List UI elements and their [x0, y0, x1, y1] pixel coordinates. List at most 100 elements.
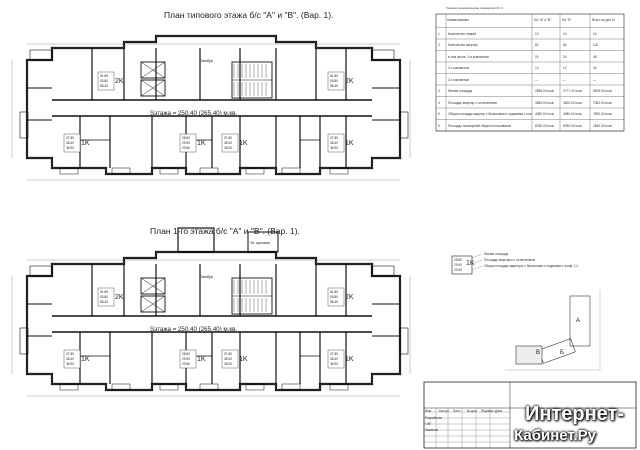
apartment-area-value: 38.90 — [330, 146, 338, 150]
table-cell: 2840.00 м.кв. — [593, 123, 613, 128]
elevator-cross — [140, 61, 166, 79]
table-cell: 4080.00 м.кв. — [535, 112, 555, 116]
balcony — [399, 327, 409, 355]
elevator-shaft — [140, 295, 166, 313]
apartment-area-value: 38.40 — [224, 357, 232, 361]
switchboard-room — [247, 231, 279, 253]
lobby-label: Тамбур — [200, 275, 213, 279]
table-caption: Технико-экономические показатели б/с 4 — [446, 6, 503, 10]
apartment-area-value: 51.80 — [100, 74, 108, 78]
outer-wall-inner — [26, 251, 401, 391]
balcony — [19, 111, 29, 139]
balcony — [19, 327, 29, 355]
table-cell: 7052.00 м.кв. — [593, 100, 613, 105]
apartment-area-box — [327, 349, 345, 369]
table-cell: 2777.47 м.кв. — [563, 89, 583, 93]
legend-line: Жилая площадь — [484, 252, 509, 256]
table-cell: 60 — [563, 43, 567, 47]
loggia — [111, 383, 131, 391]
table-header-cell: б/с "Б" — [562, 18, 572, 22]
stamp-role-label: Разработал — [425, 416, 443, 420]
apartment-type-label: 1K — [197, 356, 206, 363]
site-block-label: А — [576, 318, 580, 324]
table-cell: 12 — [535, 66, 539, 70]
table-cell: 2556.00 м.кв. — [535, 89, 555, 93]
table-header-cell: б/с "А" и "В" — [534, 18, 552, 22]
plan-title-first: План 1-го этажа б/с "А" и "В". (Вар. 1). — [150, 226, 300, 236]
floor-area-text: Sэтажа = 250.40 (265.40) м.кв. — [150, 326, 237, 333]
apartment-type-label: 2K — [115, 78, 124, 85]
apartment-area-value: 53.80 — [330, 79, 338, 83]
floor-area-text: Sэтажа = 250.40 (265.40) м.кв. — [150, 110, 237, 117]
table-cell: 24 — [563, 54, 567, 59]
block-a — [569, 295, 591, 347]
legend-box — [451, 253, 483, 275]
apartment-area-value: 56.40 — [100, 300, 108, 304]
apartment-area-value: 38.90 — [224, 146, 232, 150]
apartment-area-box — [221, 133, 239, 153]
watermark-line-1: Интернет- — [525, 403, 624, 425]
apartment-type-label: 1K — [345, 356, 354, 363]
tep-table-lines — [435, 13, 625, 132]
legend-type-label: 1K — [466, 260, 475, 267]
table-header-cell: Всего на д/м 14 — [592, 18, 616, 22]
apartment-area-value: 29.80 — [182, 146, 190, 150]
elevator-cross — [140, 295, 166, 313]
table-cell: 7890.00 м.кв. — [593, 112, 613, 116]
table-cell: 3-х комнатные — [448, 77, 470, 82]
apartment-area-value: 56.40 — [330, 84, 338, 88]
elevator-shaft — [140, 277, 166, 295]
apartment-area-value: 38.40 — [330, 357, 338, 361]
apartment-area-box — [221, 349, 239, 369]
legend-area-box — [451, 255, 473, 275]
loggia — [329, 167, 349, 175]
apartment-area-value: 38.90 — [66, 146, 74, 150]
stamp-header-cell: Кол.уч — [439, 409, 449, 413]
stamp-header-cell: Подпись — [481, 409, 494, 413]
stamp-role-label: ГИП — [425, 422, 432, 426]
apartment-area-value: 29.60 — [182, 357, 190, 361]
table-cell: 2 — [438, 43, 440, 47]
table-cell: — — [535, 77, 539, 82]
stamp-border — [423, 381, 637, 449]
elevator-cross — [140, 79, 166, 97]
apartment-area-box — [63, 349, 81, 369]
outer-wall-inner — [26, 35, 401, 175]
apartment-area-value: 51.80 — [330, 290, 338, 294]
outer-wall — [25, 250, 402, 392]
loggia — [281, 167, 301, 175]
legend-leader — [471, 265, 483, 271]
loggia — [59, 383, 79, 391]
apartment-area-value: 53.80 — [330, 295, 338, 299]
apartment-type-label: 1K — [81, 140, 90, 147]
table-cell: Количество квартир — [448, 43, 478, 47]
apartment-area-box — [63, 133, 81, 153]
site-plan: АБВ — [505, 290, 601, 371]
table-cell: 3820.00 м.кв. — [563, 100, 583, 105]
plan-title-typical: План типового этажа б/с "А" и "В". (Вар.… — [164, 10, 334, 20]
apartment-type-label: 1K — [197, 140, 206, 147]
apartment-type-label: 1K — [81, 356, 90, 363]
legend-line: Площадь квартиры с остеклением — [484, 258, 536, 262]
balcony-top — [371, 265, 395, 277]
apartment-area-value: 53.80 — [100, 295, 108, 299]
lobby-label: Тамбур — [200, 59, 213, 63]
site-block-label: Б — [560, 350, 564, 356]
table-cell: Площадь помещений общего пользования — [448, 123, 512, 128]
table-cell: 3 — [438, 89, 440, 93]
apartment-area-value: 37.80 — [66, 136, 74, 140]
stamp-role-label: Заказчик — [425, 428, 439, 432]
loggia — [245, 167, 265, 175]
table-cell: 2-х комнатные — [448, 66, 470, 70]
loggia — [159, 383, 179, 391]
block-v — [515, 345, 543, 365]
table-cell: 12 — [563, 66, 567, 70]
table-cell: 24 — [535, 54, 539, 59]
table-cell: 1 — [438, 31, 440, 36]
table-cell: 6 — [438, 123, 440, 128]
stamp-header-cell: Дата — [495, 409, 503, 413]
apartment-type-label: 2K — [345, 78, 354, 85]
legend-area-value: 29.80 — [454, 268, 462, 272]
table-cell: 4080.00 м.кв. — [563, 112, 583, 116]
loggia — [199, 167, 219, 175]
